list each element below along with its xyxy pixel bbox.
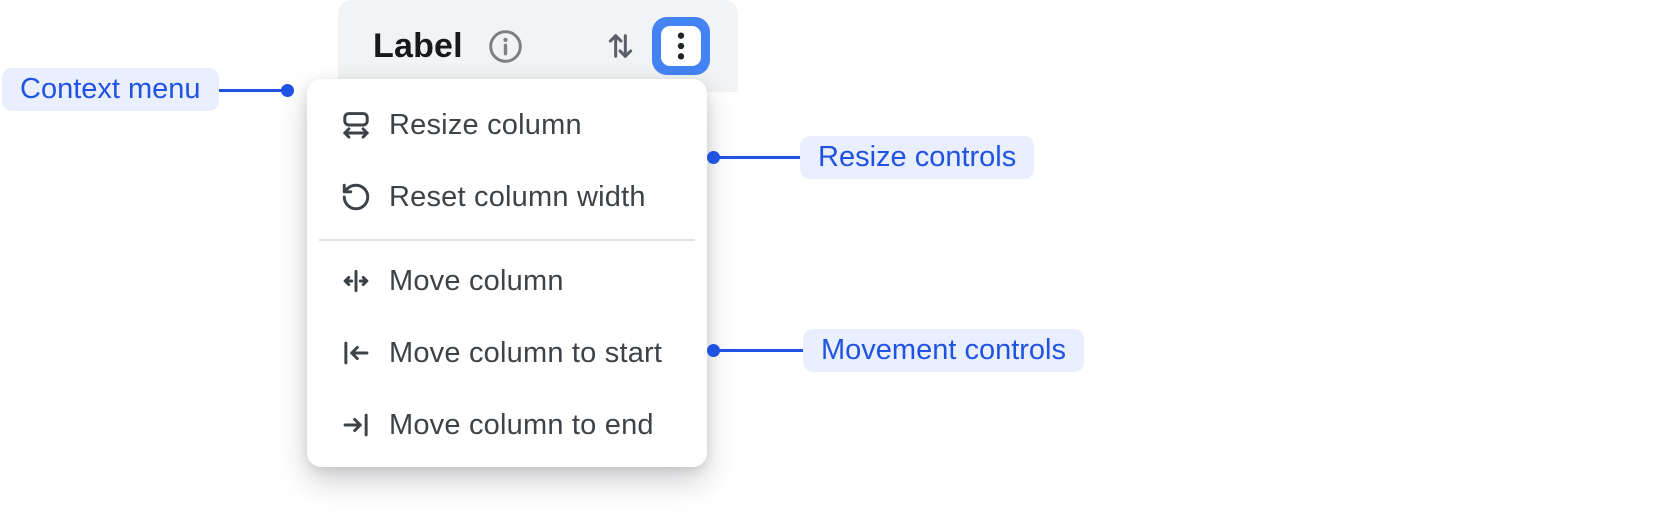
annotation-connector-dot: [281, 84, 294, 97]
kebab-menu-button[interactable]: [661, 26, 701, 66]
menu-item-label: Move column to end: [389, 408, 654, 441]
reset-column-width-icon: [340, 181, 372, 213]
menu-item-move-column[interactable]: Move column: [307, 245, 707, 317]
table-column-header: Label: [338, 0, 738, 92]
move-column-icon: [340, 265, 372, 297]
menu-item-reset-column-width[interactable]: Reset column width: [307, 161, 707, 233]
column-header-label: Label: [373, 26, 463, 65]
annotation-resize-controls: Resize controls: [800, 136, 1035, 179]
resize-column-icon: [340, 109, 372, 141]
menu-item-move-column-to-end[interactable]: Move column to end: [307, 389, 707, 461]
menu-item-move-column-to-start[interactable]: Move column to start: [307, 317, 707, 389]
menu-item-label: Move column: [389, 264, 564, 297]
annotation-connector-line: [202, 89, 288, 92]
menu-item-resize-column[interactable]: Resize column: [307, 89, 707, 161]
annotation-context-menu: Context menu: [2, 68, 219, 111]
menu-item-label: Reset column width: [389, 180, 646, 213]
menu-item-label: Move column to start: [389, 336, 663, 369]
info-icon[interactable]: [487, 28, 524, 65]
annotation-connector-dot: [707, 344, 720, 357]
kebab-menu-focus-ring: [652, 17, 710, 75]
menu-item-label: Resize column: [389, 108, 582, 141]
annotation-movement-controls: Movement controls: [803, 329, 1084, 372]
move-column-to-start-icon: [340, 337, 372, 369]
context-menu: Resize column Reset column width Move co…: [307, 79, 707, 467]
annotation-connector-line: [716, 349, 803, 352]
annotation-connector-dot: [707, 151, 720, 164]
move-column-to-end-icon: [340, 409, 372, 441]
menu-divider: [319, 239, 695, 241]
annotation-connector-line: [716, 156, 800, 159]
sort-icon[interactable]: [606, 27, 635, 65]
